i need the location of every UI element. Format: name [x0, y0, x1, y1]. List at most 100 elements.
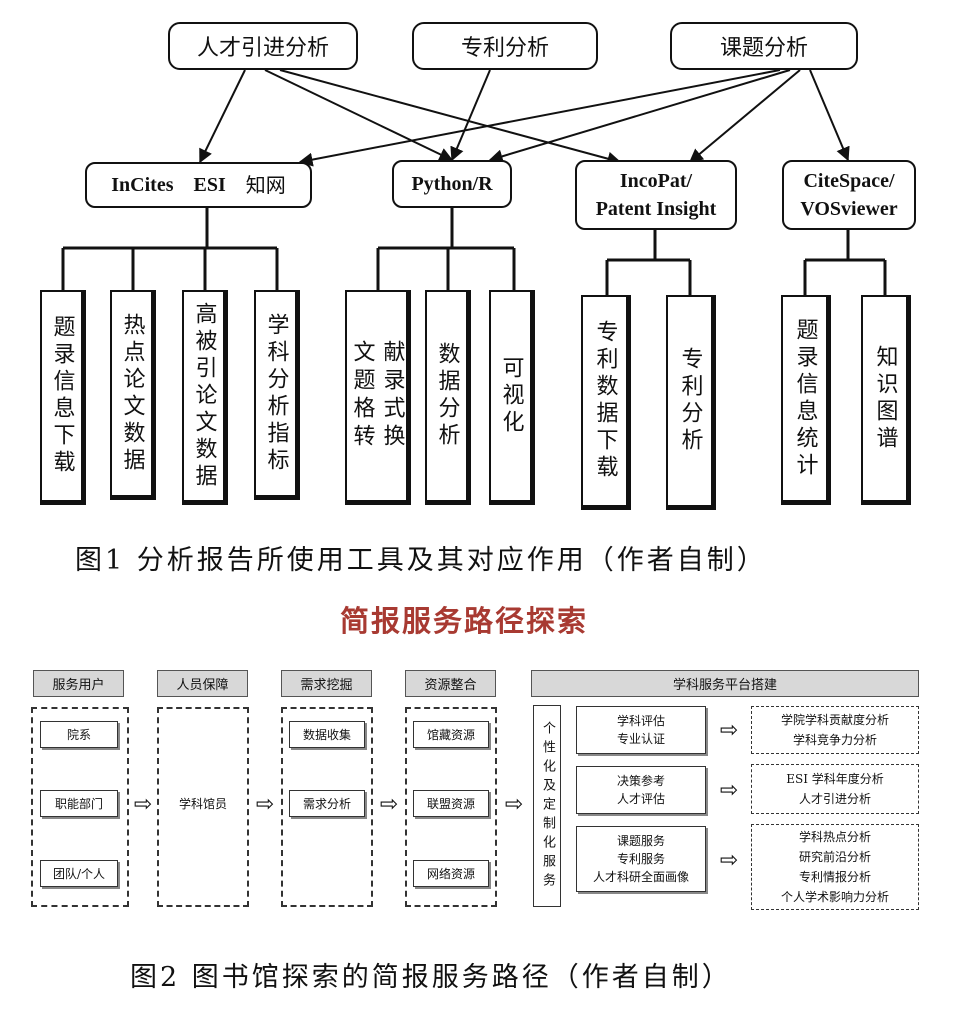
user-team-individual: 团队/个人 — [40, 860, 118, 887]
header-label: 学科服务平台搭建 — [672, 678, 777, 693]
output-line: 学科竞争力分析 — [792, 733, 877, 747]
function-knowledge-map: 知识图谱 — [861, 295, 911, 505]
tool-label: VOSviewer — [800, 198, 898, 220]
function-label-column: 献录式换 — [379, 340, 405, 452]
function-label-column: 文题格转 — [349, 340, 375, 452]
service-line: 专业认证 — [616, 732, 665, 746]
function-format-conversion: 文题格转 献录式换 — [345, 290, 411, 505]
analysis-talent-introduction: 人才引进分析 — [168, 22, 358, 70]
user-department: 院系 — [40, 721, 118, 748]
analysis-label: 人才引进分析 — [196, 36, 329, 61]
header-label: 需求挖掘 — [300, 678, 353, 693]
tool-label: ESI — [193, 174, 226, 196]
flow-arrow-icon: ⇨ — [379, 791, 399, 817]
user-functional-dept: 职能部门 — [40, 790, 118, 817]
function-label: 数据分析 — [434, 342, 460, 450]
header-staff-support: 人员保障 — [157, 670, 248, 697]
function-label: 题录信息下载 — [49, 315, 75, 477]
tool-python-r: Python/R — [392, 160, 512, 208]
tool-label: Python/R — [411, 173, 493, 195]
demand-label: 数据收集 — [302, 727, 351, 742]
header-service-users: 服务用户 — [33, 670, 124, 697]
header-platform-building: 学科服务平台搭建 — [531, 670, 919, 697]
flow-arrow-icon: ⇨ — [719, 777, 739, 803]
tool-label: Patent Insight — [595, 198, 717, 220]
tool-label: IncoPat/ — [619, 170, 693, 192]
resource-library-collection: 馆藏资源 — [413, 721, 489, 748]
function-patent-analysis: 专利分析 — [666, 295, 716, 510]
resource-label: 馆藏资源 — [426, 727, 475, 742]
tool-to-function-trees — [61, 208, 887, 295]
demand-label: 需求分析 — [302, 796, 351, 811]
user-label: 团队/个人 — [52, 866, 106, 881]
tool-label: 知网 — [245, 173, 286, 197]
function-label: 高被引论文数据 — [191, 301, 217, 491]
function-highly-cited-papers: 高被引论文数据 — [182, 290, 228, 505]
demand-analysis: 需求分析 — [289, 790, 365, 817]
output-hotspot-frontier: 学科热点分析 研究前沿分析 专利情报分析 个人学术影响力分析 — [751, 824, 919, 910]
function-data-analysis: 数据分析 — [425, 290, 471, 505]
personalized-service: 个性化及定制化服务 — [533, 705, 561, 907]
resource-label: 联盟资源 — [426, 796, 475, 811]
analysis-patent: 专利分析 — [412, 22, 598, 70]
flow-arrow-icon: ⇨ — [719, 717, 739, 743]
user-label: 职能部门 — [54, 796, 103, 811]
service-line: 人才科研全面画像 — [592, 870, 689, 884]
header-label: 资源整合 — [424, 678, 477, 693]
function-visualization: 可视化 — [489, 290, 535, 505]
header-resource-integration: 资源整合 — [405, 670, 496, 697]
function-label: 知识图谱 — [872, 344, 898, 453]
output-line: 学科热点分析 — [798, 830, 871, 844]
header-label: 人员保障 — [176, 678, 229, 693]
function-label: 可视化 — [498, 355, 524, 437]
function-label: 学科分析指标 — [263, 312, 289, 475]
user-label: 院系 — [66, 727, 91, 742]
service-project-patent: 课题服务 专利服务 人才科研全面画像 — [576, 826, 706, 892]
resource-network: 网络资源 — [413, 860, 489, 887]
analysis-research-topic: 课题分析 — [670, 22, 858, 70]
output-line: ESI 学科年度分析 — [786, 772, 884, 786]
service-line: 课题服务 — [616, 834, 665, 848]
resource-label: 网络资源 — [426, 866, 475, 881]
resource-alliance: 联盟资源 — [413, 790, 489, 817]
demand-data-collection: 数据收集 — [289, 721, 365, 748]
function-discipline-indicators: 学科分析指标 — [254, 290, 300, 500]
function-label: 专利数据下载 — [592, 320, 618, 482]
staff-label: 学科馆员 — [178, 797, 227, 811]
staff-panel — [157, 707, 249, 907]
service-line: 学科评估 — [616, 714, 665, 728]
tool-citespace-vosviewer: CiteSpace/ VOSviewer — [782, 160, 916, 230]
function-patent-data-download: 专利数据下载 — [581, 295, 631, 510]
output-line: 专利情报分析 — [798, 870, 871, 884]
output-line: 学院学科贡献度分析 — [780, 713, 889, 727]
service-line: 人才评估 — [616, 792, 665, 806]
figure1-caption: 图1 分析报告所使用工具及其对应作用（作者自制） — [75, 545, 767, 576]
service-line: 决策参考 — [616, 774, 665, 788]
flow-arrow-icon: ⇨ — [719, 847, 739, 873]
figure2-caption: 图2 图书馆探索的简报服务路径（作者自制） — [130, 962, 732, 993]
personalized-label: 个性化及定制化服务 — [540, 720, 555, 892]
tool-incopat-patent-insight: IncoPat/ Patent Insight — [575, 160, 737, 230]
function-bibliographic-download: 题录信息下载 — [40, 290, 86, 505]
section-title: 简报服务路径探索 — [340, 604, 589, 638]
function-label: 专利分析 — [677, 347, 703, 455]
tool-label: InCites — [111, 174, 174, 196]
output-esi-annual: ESI 学科年度分析 人才引进分析 — [751, 764, 919, 814]
header-label: 服务用户 — [52, 678, 105, 693]
analysis-label: 课题分析 — [719, 36, 808, 61]
function-label: 热点论文数据 — [119, 312, 145, 475]
header-demand-mining: 需求挖掘 — [281, 670, 372, 697]
output-line: 研究前沿分析 — [798, 850, 871, 864]
service-discipline-evaluation: 学科评估 专业认证 — [576, 706, 706, 754]
analysis-label: 专利分析 — [460, 36, 549, 61]
function-hot-papers: 热点论文数据 — [110, 290, 156, 500]
tool-label: CiteSpace/ — [803, 170, 895, 192]
function-bibliographic-statistics: 题录信息统计 — [781, 295, 831, 505]
flow-arrow-icon: ⇨ — [255, 791, 275, 817]
service-line: 专利服务 — [616, 852, 665, 866]
output-college-contribution: 学院学科贡献度分析 学科竞争力分析 — [751, 706, 919, 754]
format-conversion-columns: 文题格转 献录式换 — [348, 340, 406, 452]
service-decision-reference: 决策参考 人才评估 — [576, 766, 706, 814]
subject-librarian: 学科馆员 — [157, 790, 249, 817]
